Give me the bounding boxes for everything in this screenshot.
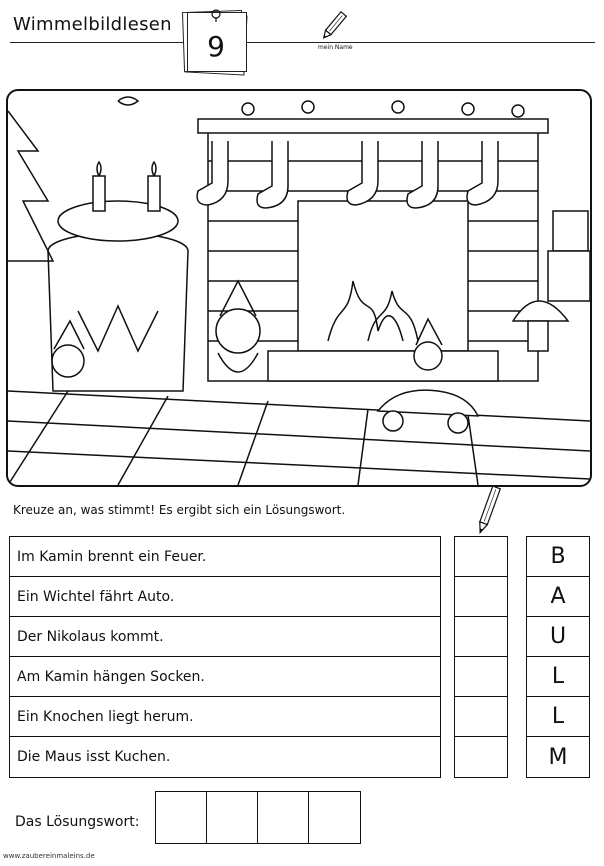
solution-box-2[interactable] [207, 792, 258, 843]
statement-row: Am Kamin hängen Socken. [10, 657, 440, 697]
solution-letter: B [527, 537, 589, 577]
instruction-text: Kreuze an, was stimmt! Es ergibt sich ei… [13, 503, 346, 517]
checkbox-statement-5[interactable] [455, 697, 507, 737]
solution-letter: A [527, 577, 589, 617]
statement-row: Im Kamin brennt ein Feuer. [10, 537, 440, 577]
checkbox-column [454, 536, 508, 778]
page-number: 9 [207, 30, 225, 63]
checkbox-statement-4[interactable] [455, 657, 507, 697]
solution-word-label: Das Lösungswort: [15, 814, 140, 830]
pin-icon [211, 9, 221, 22]
solution-box-1[interactable] [156, 792, 207, 843]
title-divider [10, 42, 595, 43]
worksheet-title: Wimmelbildlesen [13, 14, 172, 35]
pencil-icon [322, 10, 348, 39]
wimmelbild-illustration [6, 89, 592, 487]
checkbox-statement-2[interactable] [455, 577, 507, 617]
solution-word-boxes [155, 791, 361, 844]
footer-url: www.zaubereinmaleins.de [3, 852, 95, 860]
statement-row: Der Nikolaus kommt. [10, 617, 440, 657]
solution-box-3[interactable] [258, 792, 309, 843]
statement-row: Die Maus isst Kuchen. [17, 749, 171, 765]
checkbox-statement-3[interactable] [455, 617, 507, 657]
badge-sheet-front [187, 12, 247, 72]
solution-letter: L [527, 657, 589, 697]
page-number-badge: 9 [180, 8, 252, 76]
solution-letter: M [548, 744, 568, 770]
pencil-icon [479, 485, 502, 535]
solution-letter: L [527, 697, 589, 737]
statement-row: Ein Knochen liegt herum. [10, 697, 440, 737]
statements-table: Im Kamin brennt ein Feuer. Ein Wichtel f… [9, 536, 441, 778]
solution-box-4[interactable] [309, 792, 360, 843]
statement-row: Ein Wichtel fährt Auto. [10, 577, 440, 617]
checkbox-statement-6[interactable] [455, 737, 507, 777]
letter-column: B A U L L M [526, 536, 590, 778]
solution-letter: U [527, 617, 589, 657]
name-field-label: mein Name [318, 44, 353, 51]
checkbox-statement-1[interactable] [455, 537, 507, 577]
christmas-scene-illustration [8, 96, 590, 485]
